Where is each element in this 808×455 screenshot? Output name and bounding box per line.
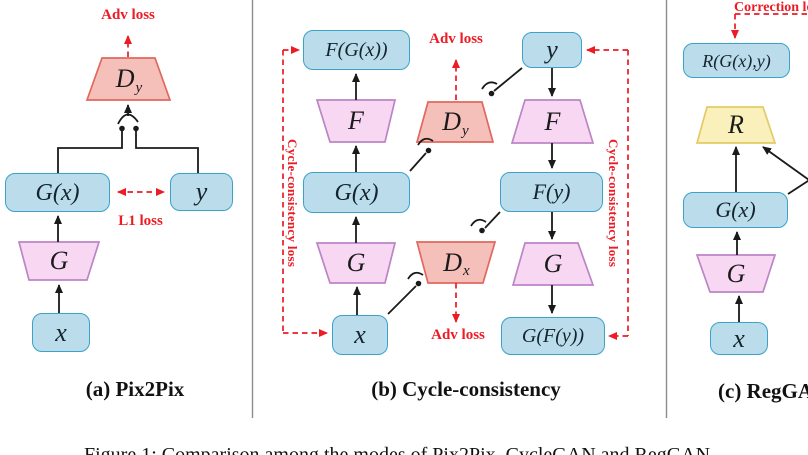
generator-g-shape-c — [695, 254, 777, 293]
cycle-loss-text-right: Cycle-consistency loss — [606, 139, 621, 268]
switch-fy-to-dx — [470, 211, 501, 234]
node-gx-b-label: G(x) — [334, 179, 379, 206]
node-y-b-label: y — [546, 35, 558, 64]
node-gx-c-label: G(x) — [715, 197, 756, 222]
registration-r-shape-c — [695, 106, 777, 144]
node-x-a-label: x — [55, 317, 67, 347]
caption-panel-b: (b) Cycle-consistency — [371, 377, 561, 401]
node-gfy-b-label: G(F(y)) — [521, 325, 585, 347]
node-rgxy-c: R(G(x),y) — [683, 43, 790, 78]
node-rgxy-c-label: R(G(x),y) — [702, 50, 771, 71]
generator-f-left-shape-b — [315, 99, 397, 143]
adv-loss-text-b-top: Adv loss — [429, 31, 483, 47]
node-gx-a: G(x) — [5, 173, 110, 212]
switch-gx-to-dy — [409, 137, 434, 172]
node-y-a: y — [170, 173, 233, 211]
switch-contact-left-a — [119, 125, 125, 132]
caption-panel-c: (c) RegGAN — [718, 379, 808, 403]
node-fgx-b-label: F(G(x)) — [325, 39, 388, 61]
node-x-b: x — [332, 315, 388, 355]
node-fy-b: F(y) — [500, 172, 603, 212]
switch-y-to-dy — [481, 67, 523, 97]
generator-g-left-shape-b — [315, 242, 397, 284]
node-y-b: y — [522, 32, 582, 68]
discriminator-dy-shape-b — [415, 101, 495, 143]
caption-panel-a: (a) Pix2Pix — [85, 377, 185, 401]
loss-links — [117, 13, 808, 340]
switch-contact-right-a — [133, 125, 139, 132]
node-fgx-b: F(G(x)) — [303, 30, 410, 70]
node-y-a-label: y — [195, 177, 208, 206]
node-gx-c: G(x) — [683, 192, 788, 228]
cycle-loss-text-left: Cycle-consistency loss — [285, 139, 300, 268]
discriminator-dx-shape-b — [415, 241, 497, 284]
figure-caption: Figure 1: Comparison among the modes of … — [84, 444, 711, 455]
l1-loss-text-a: L1 loss — [118, 213, 163, 229]
adv-loss-text-a: Adv loss — [101, 7, 155, 23]
adv-loss-text-b-bottom: Adv loss — [431, 327, 485, 343]
node-x-b-label: x — [354, 320, 366, 349]
flow-arrows — [54, 68, 808, 322]
generator-g-right-shape-b — [511, 242, 595, 286]
generator-f-right-shape-b — [510, 99, 595, 144]
node-gfy-b: G(F(y)) — [501, 317, 605, 355]
node-x-c-label: x — [733, 323, 745, 353]
generator-g-shape-a — [17, 241, 101, 281]
node-gx-b: G(x) — [303, 172, 410, 213]
node-fy-b-label: F(y) — [532, 179, 571, 204]
node-x-a: x — [32, 313, 90, 352]
switch-x-to-dx — [387, 271, 424, 315]
node-gx-a-label: G(x) — [35, 179, 80, 206]
discriminator-dy-shape-a — [85, 57, 172, 101]
switch-symbols — [119, 67, 523, 315]
correction-loss-text-c: Correction loss — [734, 0, 808, 15]
node-x-c: x — [710, 322, 768, 355]
